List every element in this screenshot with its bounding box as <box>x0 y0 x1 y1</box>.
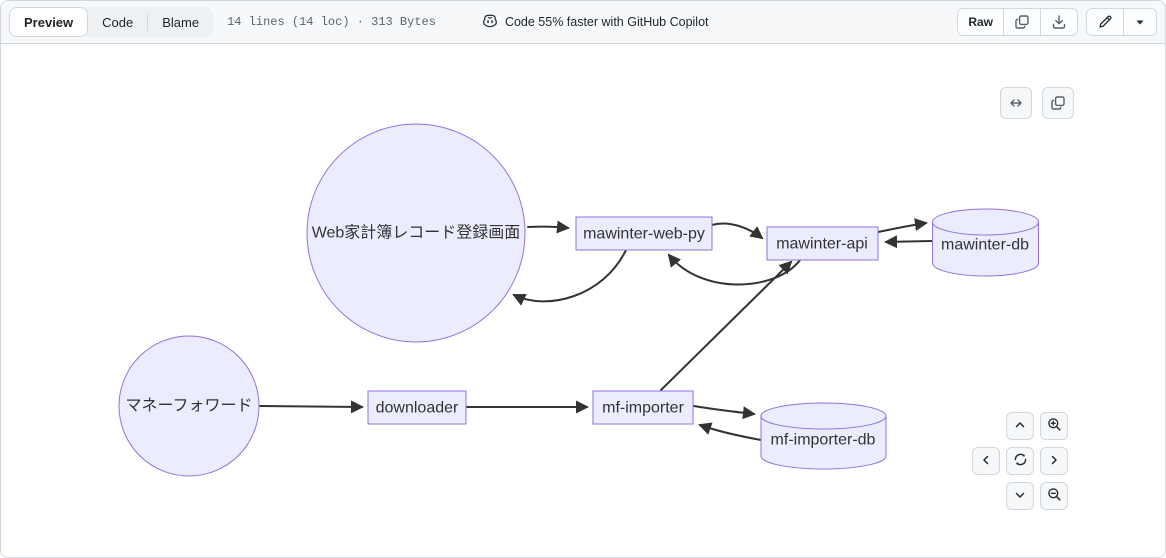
edge-mf-importer-db-to-mf-importer <box>698 422 762 441</box>
node-moneyforward <box>118 335 260 477</box>
label-mf-importer-db: mf-importer-db <box>771 432 876 449</box>
download-raw-button[interactable] <box>1040 9 1077 35</box>
mermaid-preview-panel[interactable]: Web家計簿レコード登録画面 mawinter-web-py mawinter-… <box>1 44 1166 558</box>
file-header: Preview Code Blame 14 lines (14 loc) · 3… <box>1 1 1165 44</box>
raw-button[interactable]: Raw <box>958 9 1003 35</box>
label-web-screen: Web家計簿レコード登録画面 <box>312 224 521 242</box>
edit-dropdown-button[interactable] <box>1123 9 1156 35</box>
pan-down-button[interactable] <box>1006 482 1034 510</box>
edge-web-screen-to-mawinter-web-py <box>527 220 570 234</box>
tab-divider <box>147 13 149 31</box>
tab-code[interactable]: Code <box>88 7 147 37</box>
copy-raw-button[interactable] <box>1003 9 1040 35</box>
pan-zoom-controls <box>972 412 1068 510</box>
edge-mawinter-web-py-to-web-screen <box>512 249 627 306</box>
horizontal-arrows-icon <box>1008 95 1024 111</box>
edge-mawinter-web-py-to-mawinter-api <box>711 222 764 240</box>
copilot-banner[interactable]: Code 55% faster with GitHub Copilot <box>482 13 709 32</box>
edit-button[interactable] <box>1087 9 1123 35</box>
triangle-down-icon <box>1134 16 1146 28</box>
copilot-icon <box>482 13 498 32</box>
copilot-banner-text: Code 55% faster with GitHub Copilot <box>504 15 709 29</box>
label-mawinter-web-py: mawinter-web-py <box>583 226 705 243</box>
view-switcher: Preview Code Blame <box>9 7 214 37</box>
chevron-right-icon <box>1047 453 1061 470</box>
edge-mawinter-api-to-mawinter-db <box>877 218 928 233</box>
node-mawinter-web-py <box>575 216 713 251</box>
label-mawinter-db: mawinter-db <box>941 237 1029 254</box>
sync-icon <box>1013 452 1028 470</box>
pan-right-button[interactable] <box>1040 447 1068 475</box>
node-mf-importer-db <box>760 416 887 470</box>
node-mf-importer <box>592 390 694 425</box>
copy-icon <box>1050 95 1066 111</box>
edge-mawinter-db-to-mawinter-api <box>884 235 933 249</box>
node-mawinter-api <box>766 226 879 261</box>
pencil-icon <box>1097 14 1113 30</box>
zoom-in-button[interactable] <box>1040 412 1068 440</box>
download-icon <box>1051 14 1067 30</box>
flowchart-canvas[interactable]: Web家計簿レコード登録画面 mawinter-web-py mawinter-… <box>1 44 1166 558</box>
chevron-left-icon <box>979 453 993 470</box>
pan-up-button[interactable] <box>1006 412 1034 440</box>
pan-left-button[interactable] <box>972 447 1000 475</box>
label-downloader: downloader <box>376 400 459 417</box>
edge-moneyforward-to-downloader <box>259 400 364 414</box>
raw-actions-group: Raw <box>957 8 1078 36</box>
node-mf-importer-db-top <box>760 402 887 430</box>
node-web-screen <box>306 123 526 343</box>
file-metadata: 14 lines (14 loc) · 313 Bytes <box>227 15 436 29</box>
edit-actions-group <box>1086 8 1157 36</box>
node-mawinter-db <box>932 222 1039 277</box>
label-mf-importer: mf-importer <box>602 400 684 417</box>
node-mawinter-db-top <box>932 208 1039 236</box>
magnifier-plus-icon <box>1047 417 1062 435</box>
expand-diagram-button[interactable] <box>1000 87 1032 119</box>
tab-blame[interactable]: Blame <box>148 7 213 37</box>
label-mawinter-api: mawinter-api <box>776 236 868 253</box>
chevron-down-icon <box>1013 488 1027 505</box>
tab-preview[interactable]: Preview <box>9 7 89 37</box>
node-downloader <box>367 390 467 425</box>
edge-mf-importer-to-mf-importer-db <box>693 405 756 420</box>
diagram-toolbar <box>1000 87 1074 119</box>
copy-diagram-button[interactable] <box>1042 87 1074 119</box>
magnifier-minus-icon <box>1047 487 1062 505</box>
copy-icon <box>1014 14 1030 30</box>
edge-mf-importer-to-mawinter-api <box>660 260 793 391</box>
chevron-up-icon <box>1013 418 1027 435</box>
reset-view-button[interactable] <box>1006 447 1034 475</box>
zoom-out-button[interactable] <box>1040 482 1068 510</box>
label-moneyforward: マネーフォワード <box>125 397 252 415</box>
